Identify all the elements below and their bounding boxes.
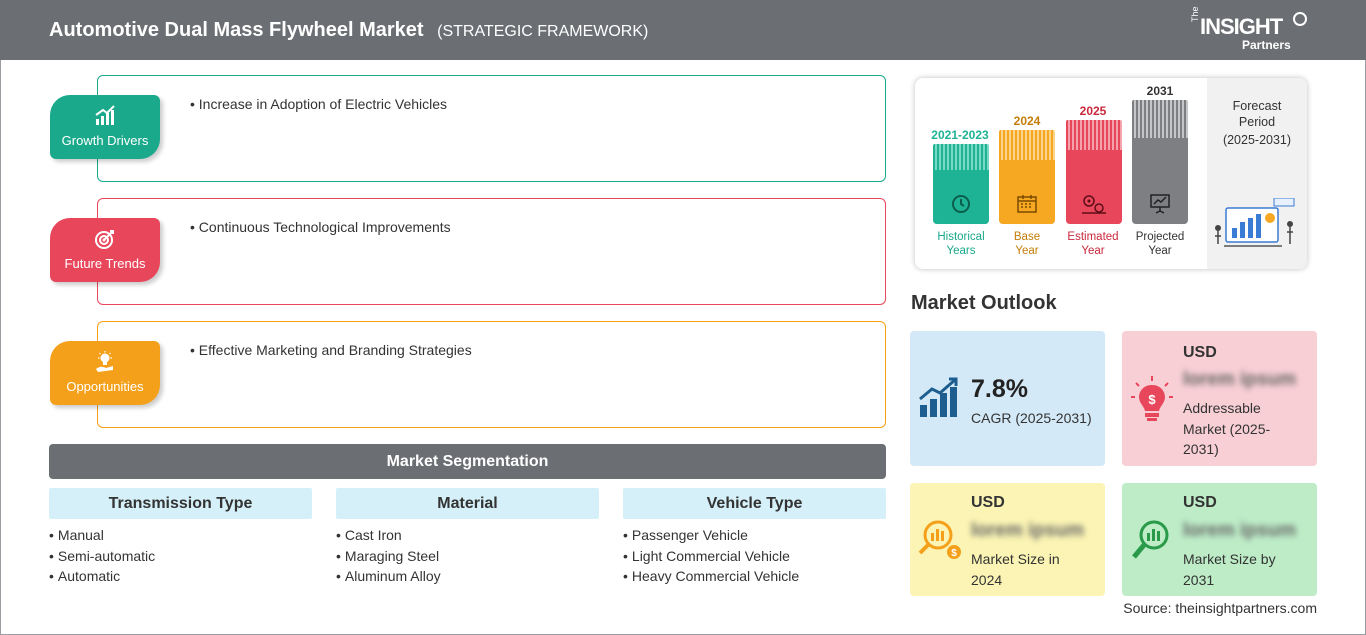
presentation-icon <box>1150 194 1170 214</box>
opportunities-tag: Opportunities <box>50 341 160 405</box>
size-2031-value-blurred: lorem ipsum <box>1183 520 1296 541</box>
segment-item: Cast Iron <box>336 525 599 546</box>
caption-line: Year <box>1148 245 1172 257</box>
logo-the: The <box>1190 6 1200 22</box>
desc-line: 2024 <box>971 571 1003 588</box>
opportunities-point: • Effective Marketing and Branding Strat… <box>190 342 472 358</box>
caption-line: Projected <box>1135 231 1185 243</box>
forecast-years: (2025-2031) <box>1222 133 1292 147</box>
desc-line: Market Size in <box>971 551 1060 567</box>
timeline-year: 2025 <box>1079 104 1107 118</box>
future-trends-point: • Continuous Technological Improvements <box>190 219 451 235</box>
segment-transmission-type: Transmission Type Manual Semi-automatic … <box>49 488 312 587</box>
logo-partners: Partners <box>1242 38 1291 52</box>
segment-heading: Material <box>336 488 599 519</box>
currency-label: USD <box>971 494 1005 511</box>
future-trends-box: • Continuous Technological Improvements <box>97 198 886 305</box>
growth-bars-icon <box>919 377 958 417</box>
segment-item: Heavy Commercial Vehicle <box>623 566 886 587</box>
magnifier-chart-icon <box>1132 520 1169 559</box>
base-bar <box>999 130 1055 224</box>
segment-item: Light Commercial Vehicle <box>623 546 886 567</box>
lightbulb-hand-icon <box>96 351 113 372</box>
market-outlook-title: Market Outlook <box>911 292 1057 314</box>
caption-line: Year <box>1081 245 1105 257</box>
segment-vehicle-type: Vehicle Type Passenger Vehicle Light Com… <box>623 488 886 587</box>
cagr-label: CAGR (2025-2031) <box>971 410 1092 426</box>
header-bar: Automotive Dual Mass Flywheel Market (ST… <box>0 0 1366 60</box>
market-size-2031-card: USD lorem ipsum Market Size by 2031 <box>1122 483 1317 596</box>
currency-label: USD <box>1183 344 1217 361</box>
caption-line: Year <box>1015 245 1039 257</box>
size-2024-desc: Market Size in 2024 <box>971 549 1060 590</box>
projected-bar <box>1132 100 1188 224</box>
timeline-caption: Projected Year <box>1125 230 1195 258</box>
segment-item: Semi-automatic <box>49 546 312 567</box>
forecast-analytics-illustration <box>1215 198 1295 247</box>
size-2031-desc: Market Size by 2031 <box>1183 549 1276 590</box>
title-text: Automotive Dual Mass Flywheel Market <box>49 19 424 41</box>
forecast-line: Period <box>1238 115 1276 129</box>
estimated-bar <box>1066 120 1122 224</box>
cagr-value: 7.8% <box>971 375 1028 403</box>
timeline-caption: Base Year <box>992 230 1062 258</box>
target-icon <box>95 230 114 249</box>
timeline-caption: Estimated Year <box>1058 230 1128 258</box>
magnifier-dollar-icon: $ <box>918 520 961 559</box>
gears-icon <box>1082 195 1106 214</box>
growth-chart-icon <box>95 105 115 125</box>
calendar-icon <box>1017 195 1037 213</box>
opportunities-label: Opportunities <box>66 379 144 394</box>
logo-main: INSIGHT <box>1200 14 1283 39</box>
segment-item: Aluminum Alloy <box>336 566 599 587</box>
segment-item: Manual <box>49 525 312 546</box>
caption-line: Historical <box>937 231 985 243</box>
timeline-caption: Historical Years <box>926 230 996 258</box>
desc-line: 2031 <box>1183 571 1215 588</box>
segment-heading: Vehicle Type <box>623 488 886 519</box>
future-trends-tag: Future Trends <box>50 218 160 282</box>
caption-line: Estimated <box>1067 231 1119 243</box>
segment-heading: Transmission Type <box>49 488 312 519</box>
segment-material: Material Cast Iron Maraging Steel Alumin… <box>336 488 599 587</box>
addressable-value-blurred: lorem ipsum <box>1183 369 1296 390</box>
svg-text:$: $ <box>951 548 957 559</box>
history-clock-icon <box>952 195 970 213</box>
segment-item: Passenger Vehicle <box>623 525 886 546</box>
desc-line: Market Size by <box>1183 551 1276 567</box>
growth-drivers-box: • Increase in Adoption of Electric Vehic… <box>97 75 886 182</box>
source-note: Source: theinsightpartners.com <box>1123 600 1317 616</box>
future-trends-label: Future Trends <box>64 256 146 271</box>
caption-line: Years <box>946 245 976 257</box>
size-2024-value-blurred: lorem ipsum <box>971 520 1084 541</box>
timeline-year: 2031 <box>1146 84 1174 98</box>
segmentation-title: Market Segmentation <box>49 444 886 479</box>
timeline-year: 2021-2023 <box>931 128 989 142</box>
growth-drivers-tag: Growth Drivers <box>50 95 160 159</box>
segment-item: Maraging Steel <box>336 546 599 567</box>
forecast-line: Forecast <box>1232 99 1282 113</box>
addressable-market-card: USD lorem ipsum $ Addressable Market (20… <box>1122 331 1317 466</box>
svg-text:$: $ <box>1148 392 1156 407</box>
timeline-card: 2021-2023 Historical Years 2024 Base Yea… <box>915 78 1307 269</box>
currency-label: USD <box>1183 494 1217 511</box>
addressable-desc: Addressable Market (2025- 2031) <box>1183 398 1270 460</box>
growth-drivers-label: Growth Drivers <box>61 133 149 148</box>
market-size-2024-card: USD lorem ipsum $ Market Size in 2024 <box>910 483 1105 596</box>
historical-bar <box>933 144 989 224</box>
logo-ring-icon <box>1293 12 1307 26</box>
caption-line: Base <box>1013 231 1041 243</box>
desc-line: Addressable <box>1183 400 1261 416</box>
segment-item: Automatic <box>49 566 312 587</box>
dollar-bulb-icon: $ <box>1131 376 1173 421</box>
insight-partners-logo: The INSIGHT Partners <box>1190 6 1310 54</box>
title-subtitle: (STRATEGIC FRAMEWORK) <box>437 23 649 40</box>
desc-line: Market (2025- <box>1183 420 1271 437</box>
growth-drivers-point: • Increase in Adoption of Electric Vehic… <box>190 96 448 112</box>
cagr-card: 7.8% CAGR (2025-2031) <box>910 331 1105 466</box>
page-title: Automotive Dual Mass Flywheel Market (ST… <box>49 19 648 42</box>
timeline-year: 2024 <box>1013 114 1041 128</box>
desc-line: 2031) <box>1183 441 1219 457</box>
opportunities-box: • Effective Marketing and Branding Strat… <box>97 321 886 428</box>
